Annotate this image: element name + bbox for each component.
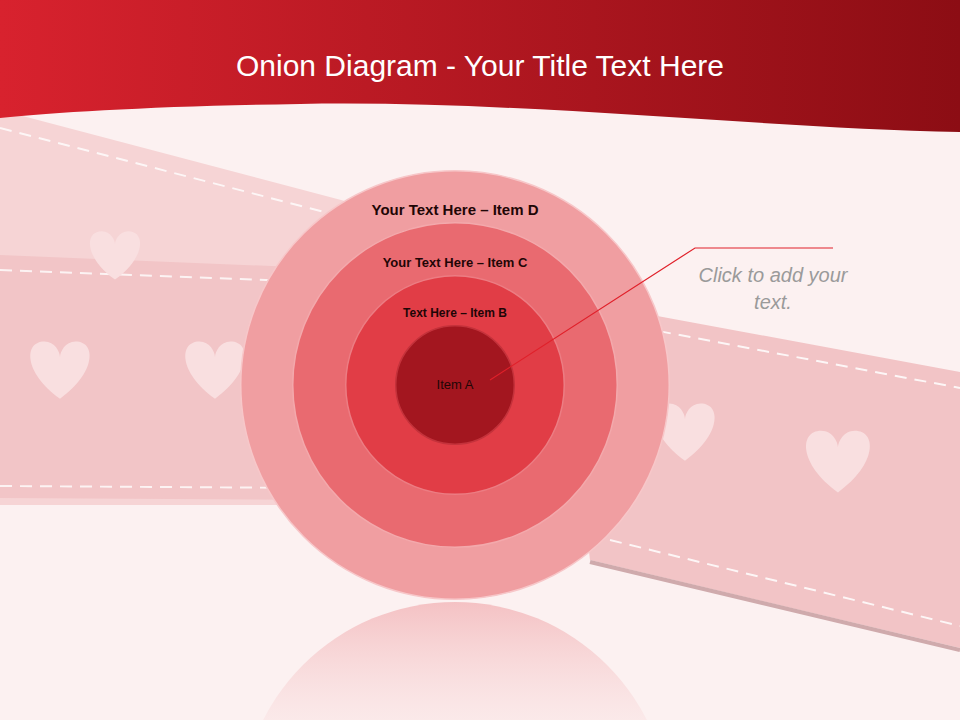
ring-label: Your Text Here – Item C — [383, 256, 528, 271]
ring-label: Text Here – Item B — [403, 307, 507, 321]
ring-circle — [396, 326, 515, 445]
heart-icon — [806, 431, 870, 493]
reflection — [240, 602, 670, 720]
ring-label: Item A — [437, 378, 474, 393]
onion-ring: Item A — [395, 325, 515, 445]
ring-circle — [346, 276, 565, 495]
heart-icon — [30, 342, 89, 399]
ring-label: Your Text Here – Item D — [372, 201, 539, 218]
belt-stitch — [0, 128, 340, 216]
ring-circle — [293, 223, 618, 548]
belt-stitch — [610, 540, 960, 626]
header-band — [0, 0, 960, 132]
heart-icon — [90, 231, 140, 279]
ring-circle — [241, 171, 670, 600]
onion-ring: Your Text Here – Item D Your Text Here – … — [240, 170, 670, 600]
belt-shadow — [590, 562, 960, 650]
onion-ring: Text Here – Item B Item A — [345, 275, 565, 495]
onion-ring: Your Text Here – Item C Text Here – Item … — [292, 222, 618, 548]
heart-icon — [185, 342, 244, 399]
title: Onion Diagram - Your Title Text Here — [0, 48, 960, 84]
callout-text: Click to add your text. — [688, 262, 858, 316]
